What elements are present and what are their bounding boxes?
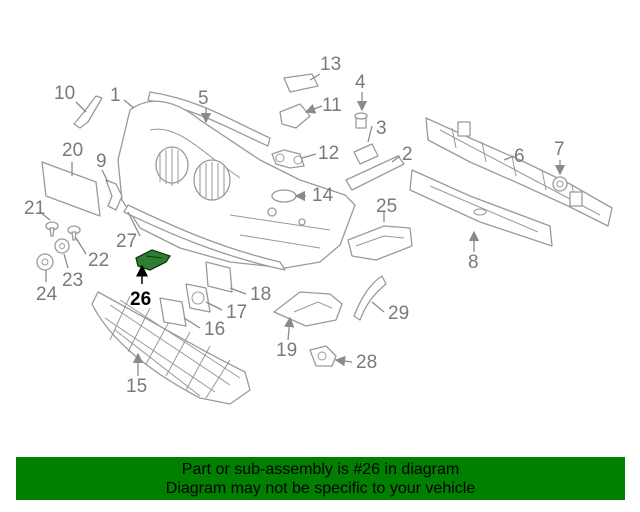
cover-16 <box>159 297 187 327</box>
air-duct-25 <box>347 225 413 261</box>
bumper-cover <box>117 100 356 269</box>
banner-line-part: Part or sub-assembly is #26 in diagram <box>181 461 460 478</box>
callout-10[interactable]: 10 <box>54 83 75 104</box>
bracket-9 <box>105 179 123 211</box>
callout-7[interactable]: 7 <box>554 139 565 160</box>
callout-23[interactable]: 23 <box>62 270 83 291</box>
callout-6[interactable]: 6 <box>514 146 525 167</box>
callout-16[interactable]: 16 <box>204 319 225 340</box>
air-duct-29 <box>353 275 387 321</box>
callout-14[interactable]: 14 <box>312 185 334 206</box>
banner-line-disclaimer: Diagram may not be specific to your vehi… <box>165 480 476 497</box>
callout-24[interactable]: 24 <box>36 284 58 305</box>
bracket-2 <box>345 155 405 191</box>
screw-22 <box>67 225 81 241</box>
callout-28[interactable]: 28 <box>356 352 377 373</box>
bracket-10 <box>73 95 103 129</box>
callout-17[interactable]: 17 <box>226 302 247 323</box>
license-plate-bracket <box>41 161 101 217</box>
highlighted-part-26[interactable] <box>135 249 172 271</box>
callout-4[interactable]: 4 <box>355 72 366 93</box>
diagram-notice-banner: Part or sub-assembly is #26 in diagram D… <box>16 457 625 500</box>
sensor-28 <box>309 345 337 367</box>
callout-11[interactable]: 11 <box>322 95 342 116</box>
callout-22[interactable]: 22 <box>88 250 109 271</box>
bracket-13 <box>283 73 319 93</box>
callout-12[interactable]: 12 <box>318 143 339 164</box>
callout-5[interactable]: 5 <box>198 88 209 109</box>
parts-diagram: 1 2 3 4 5 6 7 8 9 10 11 12 13 14 15 16 1… <box>24 54 613 405</box>
nut-4 <box>354 112 368 129</box>
screw-21 <box>45 221 59 237</box>
tow-hook-cover <box>271 189 297 203</box>
callout-labels: 1 2 3 4 5 6 7 8 9 10 11 12 13 14 15 16 1… <box>24 54 565 397</box>
bracket-11 <box>279 103 311 129</box>
grommet-7 <box>552 176 568 192</box>
callout-3[interactable]: 3 <box>376 118 387 139</box>
cover-17 <box>185 283 211 313</box>
washer-24 <box>36 253 54 271</box>
callout-15[interactable]: 15 <box>126 376 147 397</box>
callout-13[interactable]: 13 <box>320 54 341 75</box>
retainer-3 <box>353 143 379 165</box>
callout-18[interactable]: 18 <box>250 284 271 305</box>
callout-8[interactable]: 8 <box>468 252 479 273</box>
lower-trim-strip <box>123 204 286 271</box>
callout-25[interactable]: 25 <box>376 196 397 217</box>
cover-18 <box>205 261 233 293</box>
lower-grille <box>91 291 251 405</box>
fog-lamp-trim <box>273 291 343 327</box>
callout-26[interactable]: 26 <box>130 289 151 310</box>
callout-1[interactable]: 1 <box>110 85 121 106</box>
washer-23 <box>54 238 70 254</box>
callout-2[interactable]: 2 <box>402 144 413 165</box>
energy-absorber <box>409 169 553 247</box>
leader-lines <box>39 73 566 376</box>
callout-21[interactable]: 21 <box>24 198 45 219</box>
bracket-12 <box>271 149 305 169</box>
callout-9[interactable]: 9 <box>96 151 107 172</box>
bumper-reinforcement <box>425 117 613 227</box>
callout-19[interactable]: 19 <box>276 340 297 361</box>
callout-27[interactable]: 27 <box>116 231 137 252</box>
callout-20[interactable]: 20 <box>62 140 83 161</box>
callout-29[interactable]: 29 <box>388 303 409 324</box>
